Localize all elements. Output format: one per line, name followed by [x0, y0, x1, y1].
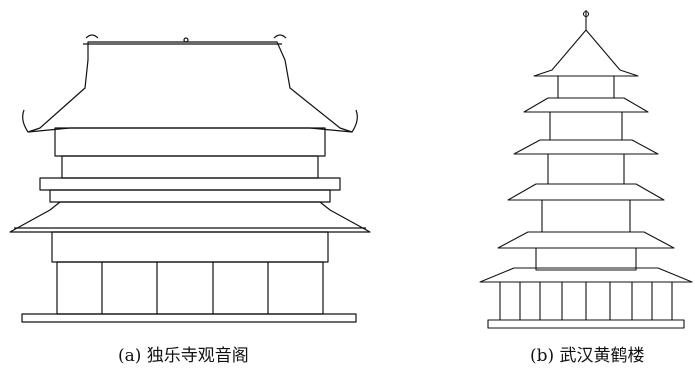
upper-roof	[27, 41, 353, 133]
tier-5-body	[557, 75, 615, 99]
figure-yellow-crane-tower: (b) 武汉黄鹤楼	[470, 0, 695, 371]
caption-b: (b) 武汉黄鹤楼	[530, 346, 645, 366]
tier-4-body	[549, 111, 623, 141]
guanyin-pavilion-drawing	[9, 34, 371, 323]
top-roof	[533, 29, 639, 77]
tower-base	[487, 319, 685, 329]
tier-2-body	[541, 199, 631, 233]
ground-floor	[56, 261, 324, 315]
upper-bracket-zone	[54, 127, 326, 157]
tier-1-body	[535, 247, 637, 271]
yellow-crane-tower-drawing	[479, 10, 693, 329]
caption-a: (a) 独乐寺观音阁	[118, 346, 249, 366]
lower-bracket-zone	[51, 231, 329, 263]
tier-2-eave	[497, 231, 675, 249]
figure-guanyin-pavilion: (a) 独乐寺观音阁	[9, 34, 371, 366]
upper-balcony	[39, 177, 341, 191]
tier-1-eave	[479, 267, 693, 283]
tier-5-eave	[523, 97, 649, 113]
tier-3-body	[547, 153, 625, 185]
base-platform	[21, 313, 357, 323]
tier-3-eave	[507, 183, 665, 201]
upper-floor	[61, 155, 319, 179]
tier-4-eave	[513, 139, 659, 155]
